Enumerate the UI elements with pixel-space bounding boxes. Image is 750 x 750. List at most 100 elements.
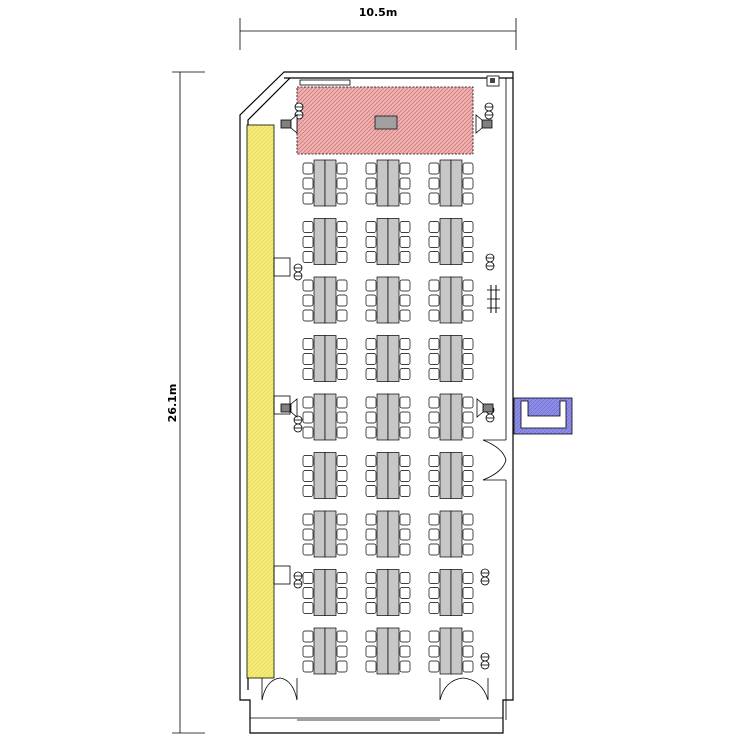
chair [428,251,440,263]
chair [365,221,377,233]
table-block [428,335,474,382]
chair [365,513,377,526]
chair [365,368,377,380]
chair [302,309,314,322]
chair [462,221,474,233]
chair [336,251,348,263]
chair [428,162,440,175]
table-block [302,276,348,324]
chair [462,368,474,380]
chair [428,485,440,497]
chair [399,368,411,380]
chair [462,513,474,526]
chair [462,338,474,350]
table-block [302,452,348,499]
chair [399,572,411,584]
table [387,393,400,441]
stage-area [296,86,474,155]
chair [428,470,440,482]
chair [365,470,377,482]
table-block [302,569,348,616]
exterior-unit [513,397,573,435]
chair [428,294,440,307]
chair [302,338,314,350]
chair [336,455,348,467]
chair [336,528,348,541]
table-block [365,510,411,558]
chair [365,543,377,556]
table-block [365,393,411,441]
chair [428,309,440,322]
chair [336,602,348,614]
chair [428,236,440,248]
chair [399,513,411,526]
door-swing-icon [261,677,298,701]
chair [336,630,348,643]
chair [428,645,440,658]
chair [428,368,440,380]
chair [302,236,314,248]
chair [365,528,377,541]
chair [428,572,440,584]
chair [336,572,348,584]
chair [399,455,411,467]
chair [336,279,348,292]
chair [399,279,411,292]
chair [428,192,440,205]
table [450,159,463,207]
chair [462,455,474,467]
table [450,569,463,616]
chair [462,251,474,263]
chair [428,513,440,526]
wall-bracket [273,257,291,277]
door-swing-icon [482,439,507,481]
chair [462,177,474,190]
chair [336,353,348,365]
chair [302,470,314,482]
chair [462,528,474,541]
table-block [365,335,411,382]
chair [336,426,348,439]
table [387,159,400,207]
chair [399,353,411,365]
chair [428,630,440,643]
chair [428,177,440,190]
chair [336,587,348,599]
chair [302,513,314,526]
chair [302,645,314,658]
table [376,159,389,207]
table-block [428,393,474,441]
speaker-icon [476,398,494,418]
table-block [365,159,411,207]
chair [399,645,411,658]
ladder-icon [487,285,500,313]
table-block [428,569,474,616]
table-block [428,627,474,675]
table [450,510,463,558]
chair [428,221,440,233]
chair [462,485,474,497]
chair [428,396,440,409]
chair [302,572,314,584]
table [313,335,326,382]
table-block [428,218,474,265]
chair [462,630,474,643]
chair [399,251,411,263]
width-label: 10.5m [359,6,398,19]
chair [365,236,377,248]
table [313,276,326,324]
chair [462,587,474,599]
chair [399,162,411,175]
chair [302,279,314,292]
chair [336,470,348,482]
wall-outlet-icon [293,263,303,281]
chair [462,543,474,556]
table-block [428,510,474,558]
chair [365,294,377,307]
table-block [302,510,348,558]
wall-outlet-icon [485,253,495,271]
chair [462,353,474,365]
chair [462,192,474,205]
door-swing-icon [439,677,489,701]
chair [399,177,411,190]
